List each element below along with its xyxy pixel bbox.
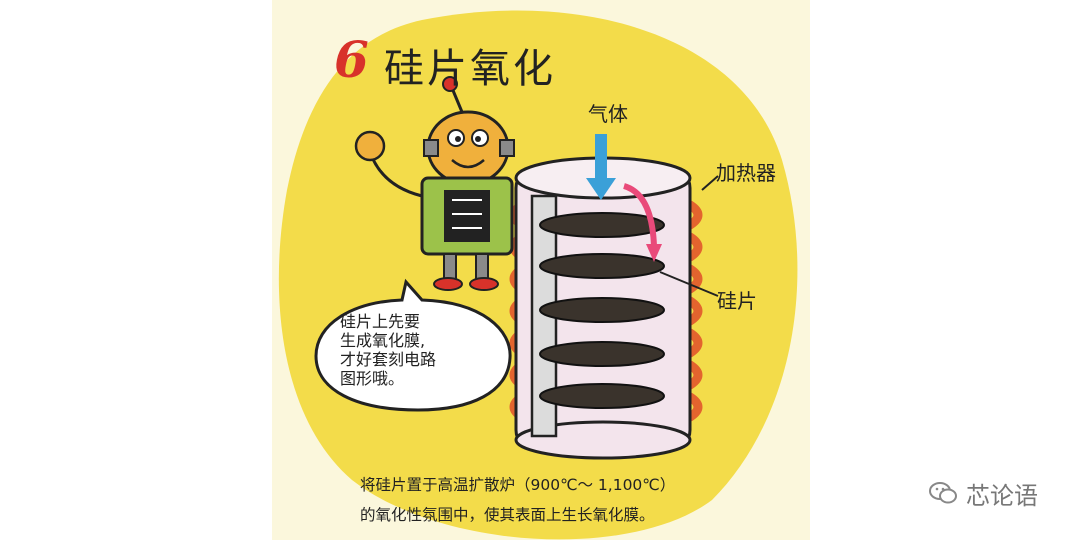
gas-label: 气体 bbox=[588, 102, 628, 126]
speech-bubble-text: 硅片上先要 生成氧化膜, 才好套刻电路 图形哦。 bbox=[340, 312, 490, 388]
speech-line: 硅片上先要 bbox=[340, 312, 421, 331]
caption-line: 将硅片置于高温扩散炉（900℃～ 1,100℃） bbox=[360, 476, 676, 494]
wechat-icon bbox=[929, 482, 957, 504]
flow-arrow bbox=[622, 183, 662, 262]
robot-character bbox=[354, 76, 515, 291]
speech-line: 生成氧化膜, bbox=[340, 331, 426, 350]
watermark-text: 芯论语 bbox=[966, 481, 1038, 510]
wafer-stack bbox=[539, 212, 665, 409]
illustration-panel: 6 硅片氧化 气体 加热器 硅片 硅片上先要 生成氧化膜, 才好套刻电路 图形哦… bbox=[272, 0, 810, 540]
wafer-label: 硅片 bbox=[717, 289, 757, 313]
step-number: 6 bbox=[334, 30, 369, 89]
gas-arrow bbox=[586, 134, 616, 200]
wafer-leader-line bbox=[659, 271, 719, 297]
heater-leader-line bbox=[701, 175, 719, 191]
caption-line: 的氧化性氛围中，使其表面上生长氧化膜。 bbox=[360, 506, 655, 524]
page-title: 硅片氧化 bbox=[384, 46, 556, 92]
caption: 将硅片置于高温扩散炉（900℃～ 1,100℃） 的氧化性氛围中，使其表面上生长… bbox=[360, 470, 800, 530]
watermark: 芯论语 bbox=[928, 478, 1038, 510]
speech-line: 图形哦。 bbox=[340, 369, 405, 388]
heater-label: 加热器 bbox=[716, 161, 776, 185]
speech-bubble bbox=[314, 278, 512, 412]
diffusion-furnace bbox=[514, 156, 692, 460]
speech-line: 才好套刻电路 bbox=[340, 350, 437, 369]
diagram-drawing bbox=[278, 10, 798, 540]
